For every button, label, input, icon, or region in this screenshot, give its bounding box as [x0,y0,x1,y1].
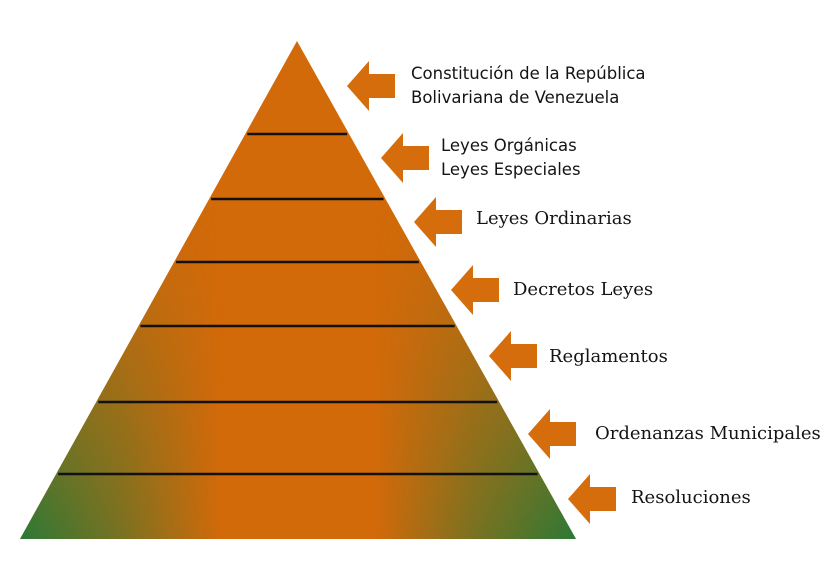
level-label-line: Resoluciones [631,487,751,508]
level-label-line: Ordenanzas Municipales [595,423,821,444]
level-dividers [58,132,538,476]
level-label-5: Reglamentos [549,345,668,369]
level-label-line: Leyes Ordinarias [476,208,632,229]
level-arrow-6 [528,409,576,459]
level-arrow-1 [347,61,395,111]
level-label-3: Leyes Ordinarias [476,207,632,231]
level-arrows [347,61,616,524]
level-arrow-2 [381,133,429,183]
level-label-4: Decretos Leyes [513,278,653,302]
level-label-line: Constitución de la República [411,64,646,83]
level-label-6: Ordenanzas Municipales [595,422,821,446]
level-label-line: Leyes Especiales [441,160,581,179]
level-arrow-7 [568,474,616,524]
level-arrow-4 [451,265,499,315]
level-label-line: Leyes Orgánicas [441,136,577,155]
level-arrow-3 [414,197,462,247]
level-arrow-5 [489,331,537,381]
level-label-line: Reglamentos [549,346,668,367]
level-label-7: Resoluciones [631,486,751,510]
level-label-line: Decretos Leyes [513,279,654,300]
level-label-line: Bolivariana de Venezuela [411,88,620,107]
